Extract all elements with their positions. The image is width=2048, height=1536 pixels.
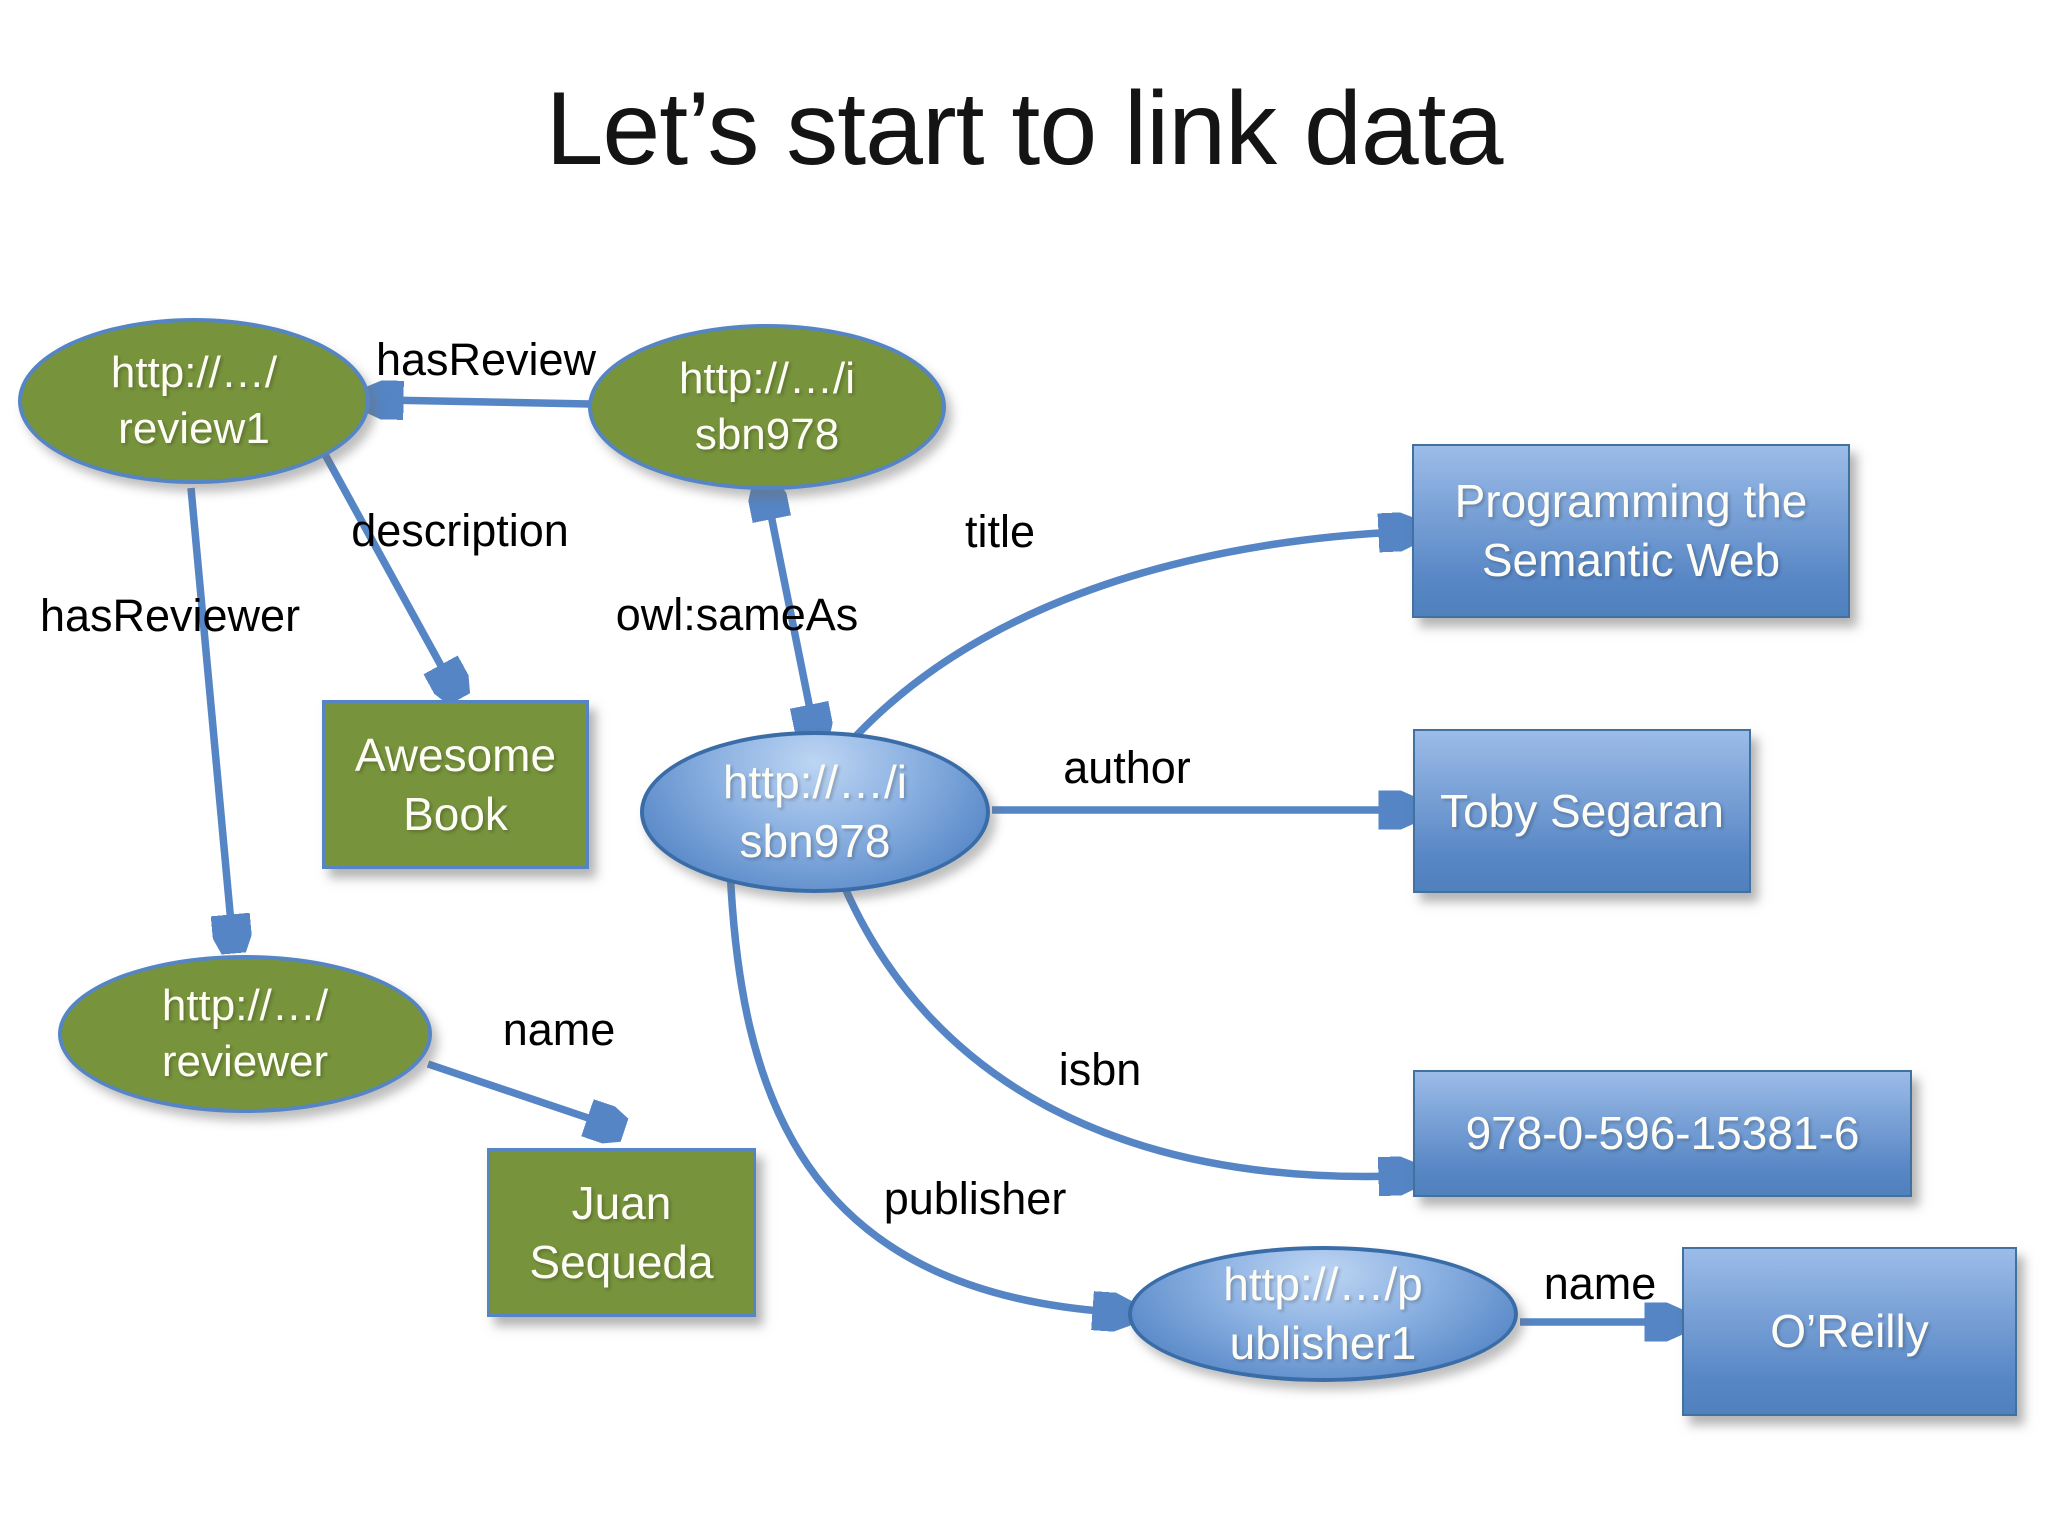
node-programming-the-semantic-web: Programming the Semantic Web (1412, 444, 1850, 618)
edge-label-title: title (964, 506, 1036, 557)
edge-label-owl-sameas: owl:sameAs (615, 589, 859, 640)
node-oreilly: O’Reilly (1682, 1247, 2017, 1416)
edge-label-name-publisher: name (1543, 1258, 1657, 1309)
edge-owlsameas-line (768, 500, 813, 724)
edge-name-reviewer-line (426, 1060, 606, 1124)
node-isbn978-green: http://…/i sbn978 (588, 324, 946, 490)
edge-label-author: author (1063, 742, 1191, 793)
edge-label-description: description (351, 505, 569, 556)
edge-hasreview-line (384, 400, 591, 404)
edge-hasreviewer-line (187, 487, 232, 934)
node-reviewer: http://…/ reviewer (58, 955, 432, 1113)
edge-publisher-line (726, 867, 1112, 1312)
slide-title: Let’s start to link data (545, 71, 1504, 187)
node-isbn978-blue: http://…/i sbn978 (640, 731, 990, 893)
edge-title-line (853, 532, 1398, 739)
node-awesome-book: Awesome Book (322, 700, 589, 869)
edge-label-name-reviewer: name (502, 1004, 616, 1055)
edge-isbn-line (841, 886, 1398, 1177)
node-juan-sequeda: Juan Sequeda (487, 1148, 756, 1317)
node-review1: http://…/ review1 (18, 318, 370, 484)
edge-label-publisher: publisher (883, 1173, 1067, 1224)
edge-label-hasreviewer: hasReviewer (39, 590, 301, 641)
edge-label-hasreview: hasReview (375, 334, 597, 385)
node-isbn-number: 978-0-596-15381-6 (1413, 1070, 1912, 1197)
edge-label-isbn: isbn (1058, 1044, 1142, 1095)
node-publisher1: http://…/p ublisher1 (1128, 1246, 1518, 1382)
edge-description-line (318, 447, 450, 682)
node-toby-segaran: Toby Segaran (1413, 729, 1751, 893)
